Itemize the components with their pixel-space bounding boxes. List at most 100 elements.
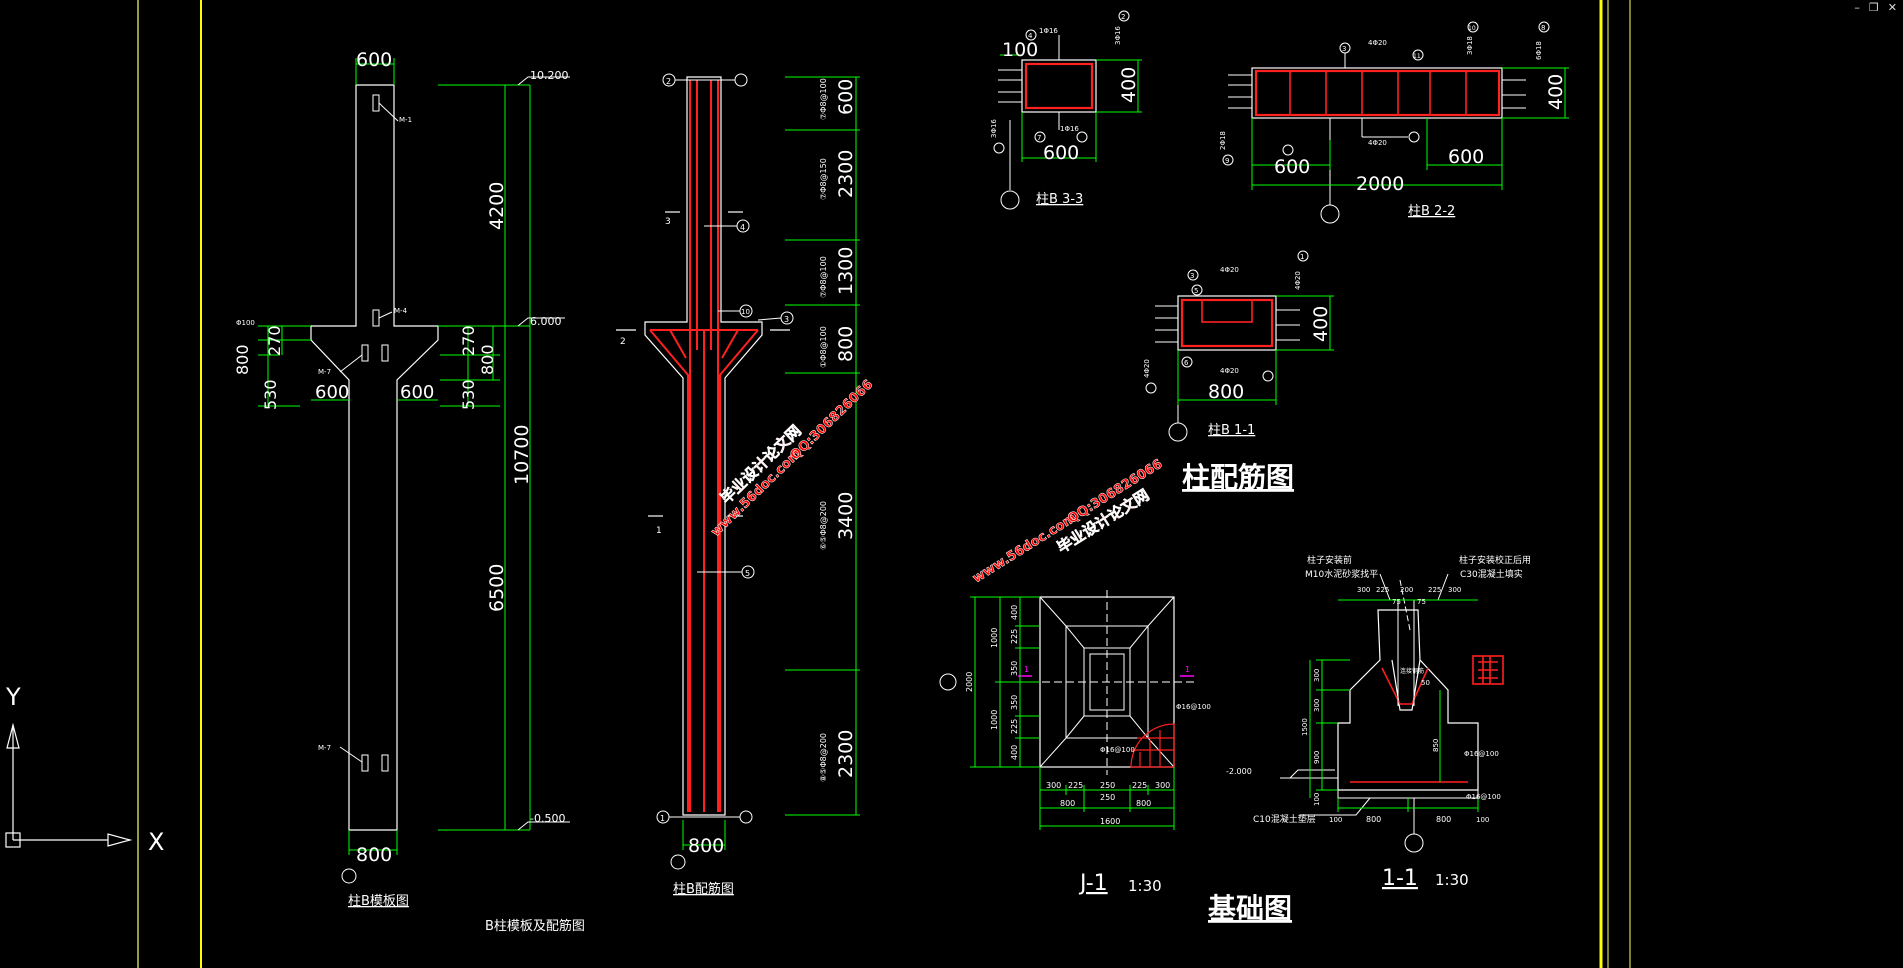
- dim-bottom-width: 800: [356, 844, 392, 866]
- inner-tag: 连接钢筋: [1400, 667, 1424, 675]
- top-dim-3: 75: [1392, 598, 1401, 606]
- spec-a: 4Φ20: [1220, 266, 1239, 274]
- caption: J-1: [1078, 871, 1108, 896]
- spec-a: ⑦Φ8@100: [819, 78, 828, 120]
- watermark-2: 毕业设计论文网 www.56doc.com QQ:306826066: [970, 456, 1166, 586]
- mesh-spec: Φ16@100: [1100, 746, 1135, 754]
- seg-800: 800: [835, 326, 857, 362]
- mark-right: 1: [1185, 665, 1190, 674]
- tag-m1: M-1: [399, 116, 412, 124]
- l-sub-1: 1000: [990, 628, 999, 648]
- section-3-3: 100 400 600 1Φ16 1Φ16 3Φ16 3Φ16 4 2 7 柱B…: [990, 10, 1142, 210]
- combined-caption: B柱模板及配筋图: [485, 918, 585, 934]
- v-dim-4: 100: [1313, 793, 1321, 806]
- bubble-6: 6: [1184, 359, 1189, 367]
- bubble-5: 5: [745, 569, 750, 578]
- rebar-b: Φ16@100: [1466, 793, 1501, 801]
- restore-button[interactable]: ❐: [1868, 1, 1879, 14]
- l-dim-5: 225: [1010, 719, 1019, 734]
- dim-800: 800: [1208, 381, 1244, 403]
- bubble-3: 3: [1190, 272, 1194, 280]
- b-dim-4: 225: [1132, 781, 1147, 790]
- b-dim-3: 250: [1100, 781, 1115, 790]
- l-dim-2: 225: [1010, 629, 1019, 644]
- section-mark-3: 3: [665, 217, 671, 227]
- bubble-10: 10: [1468, 25, 1476, 32]
- spec-b: 4Φ20: [1220, 367, 1239, 375]
- v-dim-2: 300: [1313, 699, 1321, 712]
- bubble-9: 9: [1225, 157, 1229, 165]
- dim-600-right: 600: [1448, 146, 1484, 168]
- watermark-qq: QQ:306826066: [787, 377, 876, 463]
- top-dim-5: 75: [1417, 598, 1426, 606]
- caption: 1-1: [1382, 866, 1418, 891]
- bot-dim-3: 800: [1436, 815, 1451, 824]
- bubble-3: 3: [1342, 45, 1346, 53]
- ucs-icon: Y X: [5, 683, 164, 856]
- dim-270-right: 270: [459, 325, 478, 356]
- scale: 1:30: [1128, 877, 1162, 895]
- tag-m7-upper: M-7: [318, 368, 331, 376]
- spec-d: ①Φ8@100: [819, 326, 828, 368]
- elev-mid: 6.000: [530, 315, 562, 328]
- bubble-11: 11: [1413, 53, 1421, 60]
- top-dim-6: 225: [1428, 586, 1441, 594]
- l-dim-1: 400: [1010, 605, 1019, 620]
- spec-top: 1Φ16: [1039, 27, 1058, 35]
- close-button[interactable]: ✕: [1887, 1, 1897, 14]
- bubble-4: 4: [740, 223, 745, 232]
- note-left-2: M10水泥砂浆找平: [1305, 568, 1378, 580]
- bubble-4: 4: [1028, 32, 1033, 40]
- bot-dim-2: 800: [1366, 815, 1381, 824]
- spec-bot: 1Φ16: [1060, 125, 1079, 133]
- spec-c: 6Φ18: [1535, 41, 1543, 60]
- column-b-template: M-1 M-4 M-7 M-7 Φ100: [233, 49, 570, 909]
- b-sub-3: 800: [1136, 799, 1151, 808]
- bubble-5: 5: [1194, 287, 1198, 295]
- small-label: Φ100: [236, 319, 255, 327]
- seg-600: 600: [835, 79, 857, 115]
- bubble-3: 3: [784, 315, 789, 324]
- rebar-bottom-width: 800: [688, 835, 724, 857]
- dim-6500: 6500: [486, 564, 508, 612]
- template-caption: 柱B模板图: [348, 894, 409, 909]
- minimize-button[interactable]: –: [1854, 1, 1860, 14]
- elev-top: 10.200: [530, 69, 569, 82]
- section-1-1: 800 400 4Φ20 4Φ20 4Φ20 4Φ20 3 5 6 1 柱B 1…: [1143, 250, 1334, 442]
- dim-530-left: 530: [261, 379, 280, 410]
- note-right-2: C30混凝土填实: [1460, 568, 1523, 580]
- seg-1300: 1300: [835, 247, 857, 295]
- dim-bracket-left: 600: [315, 382, 349, 403]
- v-dim-3: 900: [1313, 751, 1321, 764]
- total-height: 1500: [1301, 718, 1309, 736]
- top-dim-4: 200: [1400, 586, 1413, 594]
- seg-3400: 3400: [835, 492, 857, 540]
- l-total: 2000: [965, 672, 974, 692]
- footing-plan-j1: 1 1 300 225 250 225 300 800 250 800 1600…: [939, 590, 1211, 896]
- bubble-1: 1: [1300, 253, 1304, 261]
- viewport-borders: [137, 0, 1631, 968]
- mark-left: 1: [1024, 665, 1029, 674]
- dim-400: 400: [1310, 306, 1332, 342]
- bubble-7: 7: [1037, 134, 1041, 142]
- dim-800-right: 800: [478, 344, 497, 375]
- dim-600-left: 600: [1274, 156, 1310, 178]
- tag-m4: M-4: [394, 307, 408, 315]
- ucs-y-label: Y: [5, 683, 21, 711]
- spec-b: ⑦Φ8@150: [819, 158, 828, 200]
- title-foundation: 基础图: [1208, 892, 1292, 925]
- dim-400: 400: [1545, 74, 1567, 110]
- inner-850: 850: [1432, 739, 1440, 752]
- l-dim-3: 350: [1010, 661, 1019, 676]
- b-sub-2: 250: [1100, 793, 1115, 802]
- pad-note: C10混凝土垫层: [1253, 813, 1316, 825]
- dim-4200: 4200: [486, 182, 508, 230]
- top-dim-2: 225: [1376, 586, 1389, 594]
- seg-2300-lower: 2300: [835, 730, 857, 778]
- spec-c: 4Φ20: [1294, 271, 1302, 290]
- window-controls: – ❐ ✕: [1854, 2, 1897, 14]
- dim-100: 100: [1002, 39, 1038, 61]
- elev-bottom: -0.500: [530, 812, 565, 825]
- l-sub-2: 1000: [990, 710, 999, 730]
